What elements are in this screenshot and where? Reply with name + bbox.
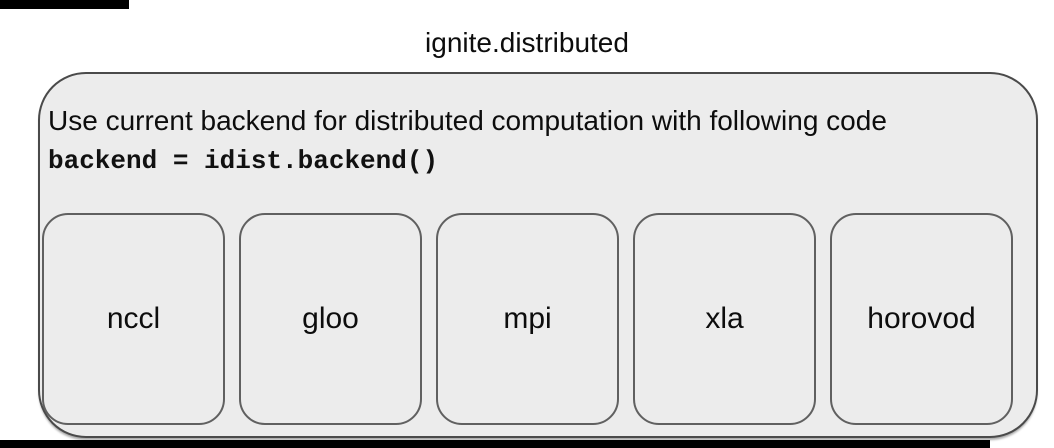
backend-code-snippet: backend = idist.backend()	[48, 146, 439, 176]
backend-box-nccl: nccl	[42, 213, 225, 425]
backend-box-horovod: horovod	[830, 213, 1013, 425]
screenshot-artifact-bar-top	[0, 0, 129, 9]
diagram-title: ignite.distributed	[425, 27, 629, 58]
backend-box-mpi: mpi	[436, 213, 619, 425]
backend-description-text: Use current backend for distributed comp…	[48, 105, 887, 136]
backend-box-gloo: gloo	[239, 213, 422, 425]
screenshot-artifact-bar-bottom	[0, 440, 990, 448]
ignite-distributed-panel: Use current backend for distributed comp…	[38, 72, 1038, 438]
backend-box-xla: xla	[633, 213, 816, 425]
